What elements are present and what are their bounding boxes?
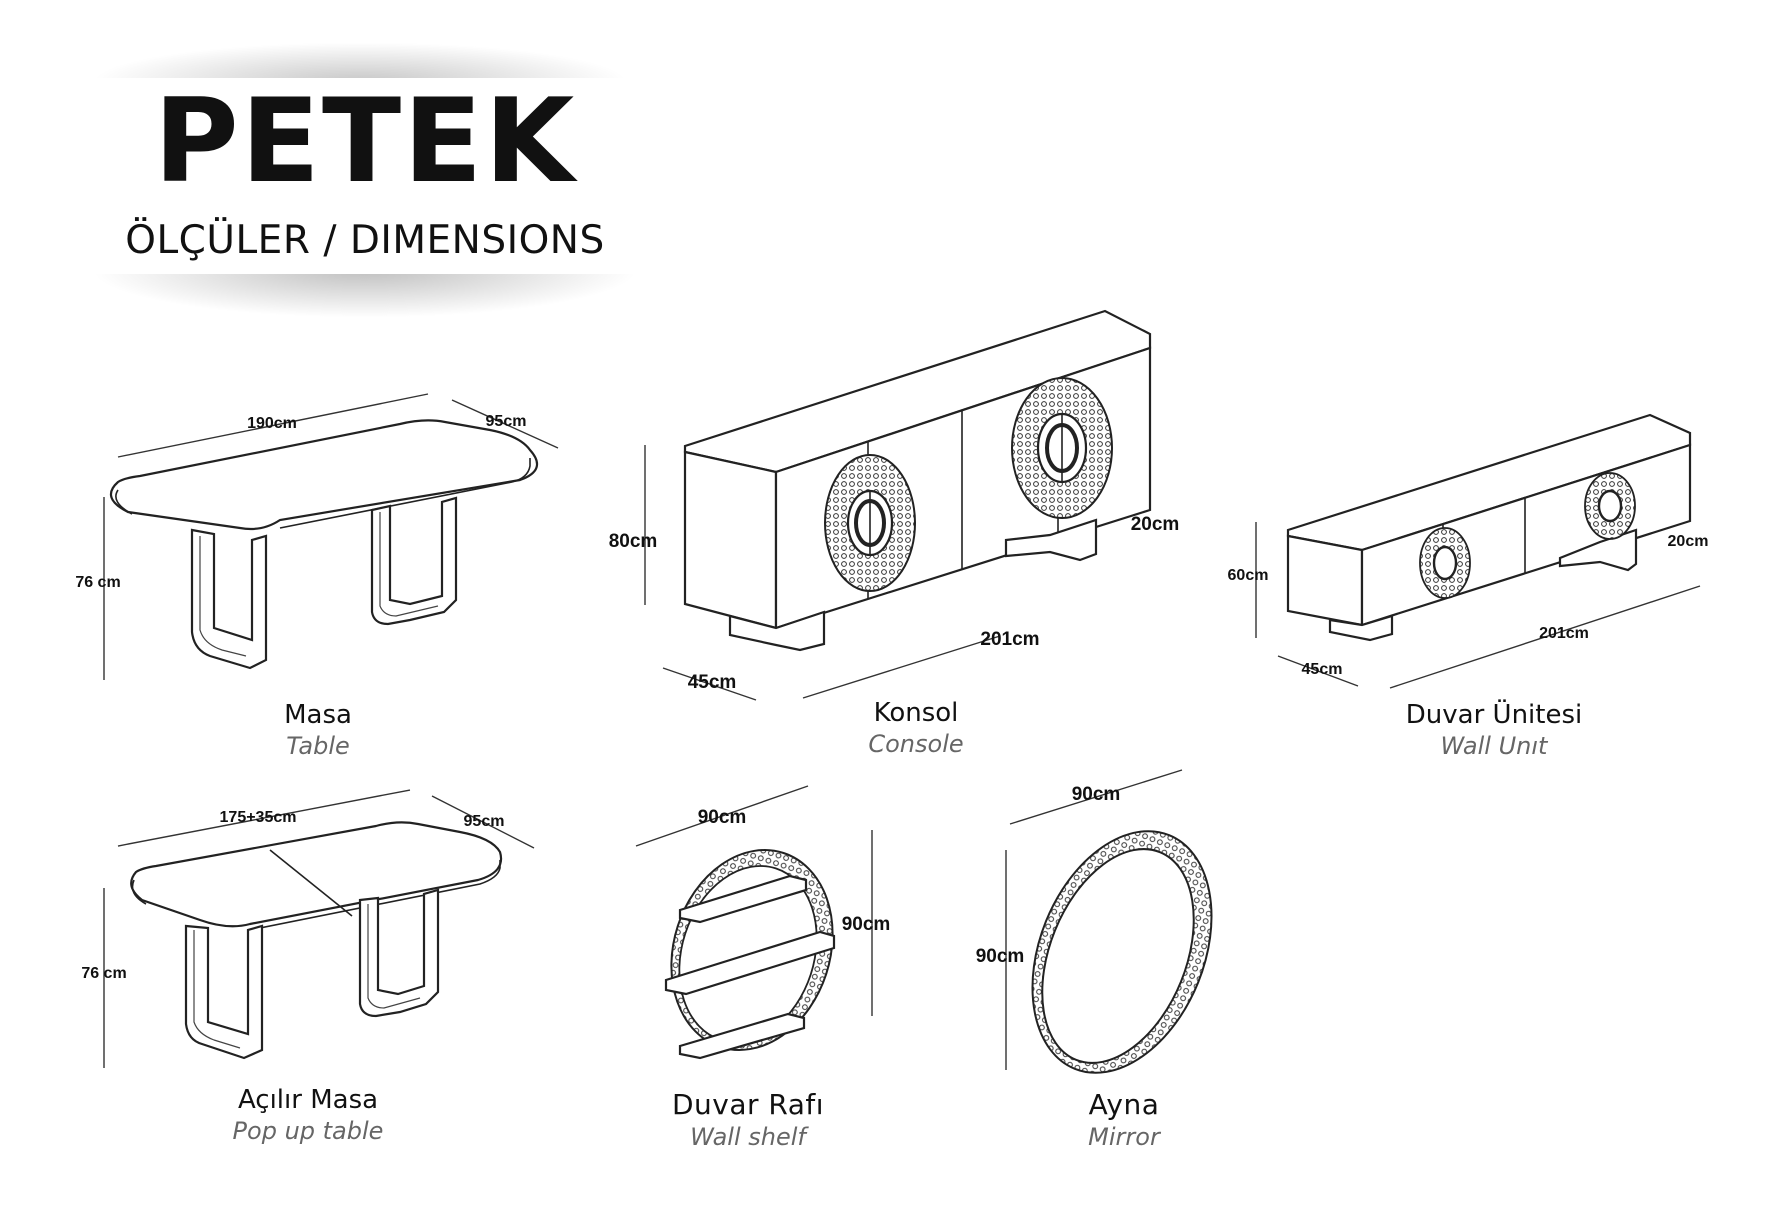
- popup-table-caption: Açılır Masa Pop up table: [158, 1085, 458, 1145]
- console-caption: Konsol Console: [766, 698, 1066, 758]
- console-side: [683, 450, 778, 630]
- dimensions-subtitle: ÖLÇÜLER / DIMENSIONS: [125, 218, 605, 263]
- wall-unit-caption: Duvar Ünitesi Wall Unıt: [1344, 700, 1644, 760]
- table-caption: Masa Table: [168, 700, 468, 760]
- popup-table-name-en: Pop up table: [232, 1117, 384, 1145]
- popup-depth-dimline: [431, 795, 535, 849]
- wall-shelf-drawing: 90cm 90cm: [635, 785, 891, 1060]
- wall-unit-height-label: 60cm: [1228, 567, 1269, 584]
- wall-unit-leg-right: [1558, 528, 1638, 572]
- wall-unit-depth-label: 45cm: [1302, 661, 1343, 678]
- console-height-label: 80cm: [609, 531, 658, 552]
- table-top: [109, 419, 539, 531]
- banner-shadow-top: [90, 42, 630, 82]
- popup-leg-left: [184, 924, 264, 1060]
- wall-shelf-board-top: [678, 874, 808, 924]
- wall-unit-drawing: 60cm 45cm 201cm 20cm: [1228, 413, 1709, 689]
- table-depth-label: 95cm: [486, 413, 527, 430]
- table-height-label: 76 cm: [75, 574, 120, 591]
- table-leg-right: [370, 496, 458, 626]
- popup-length-label: 175+35cm: [220, 809, 297, 826]
- wall-unit-side: [1286, 534, 1364, 627]
- table-length-label: 190cm: [247, 415, 297, 432]
- console-leg-label: 20cm: [1131, 514, 1180, 535]
- console-leg-right: [1004, 518, 1098, 562]
- mirror-name-en: Mirror: [1088, 1123, 1160, 1151]
- popup-length-dimline: [117, 789, 411, 847]
- console-depth-dimline: [662, 667, 757, 701]
- popup-table-drawing: 175+35cm 95cm 76 cm: [81, 789, 535, 1068]
- table-leg-right-inner: [379, 512, 439, 617]
- wall-unit-length-label: 201cm: [1539, 625, 1589, 642]
- mirror-caption: Ayna Mirror: [974, 1088, 1274, 1151]
- wall-shelf-name-en: Wall shelf: [690, 1123, 806, 1151]
- wall-unit-leg-left: [1328, 614, 1394, 642]
- table-length-dimline: [117, 393, 429, 458]
- mirror-name-tr: Ayna: [1088, 1088, 1160, 1121]
- console-length-label: 201cm: [980, 629, 1039, 650]
- title-banner: PETEK ÖLÇÜLER / DIMENSIONS: [90, 78, 640, 274]
- brand-title: PETEK: [153, 74, 577, 209]
- popup-table-top: [130, 821, 503, 928]
- mirror-width-label: 90cm: [1072, 784, 1121, 805]
- console-depth-label: 45cm: [688, 672, 737, 693]
- wall-shelf-board-bottom: [678, 1012, 806, 1060]
- mirror-height-label: 90cm: [976, 946, 1025, 967]
- table-leg-left: [190, 528, 268, 670]
- wall-unit-name-tr: Duvar Ünitesi: [1405, 700, 1583, 730]
- wall-shelf-width-dimline: [635, 785, 809, 847]
- wall-shelf-name-tr: Duvar Rafı: [671, 1088, 825, 1121]
- wall-shelf-width-label: 90cm: [698, 807, 747, 828]
- popup-leg-right: [358, 888, 440, 1018]
- wall-shelf-caption: Duvar Rafı Wall shelf: [598, 1088, 898, 1151]
- table-name-en: Table: [286, 732, 350, 760]
- table-depth-dimline: [451, 399, 559, 449]
- popup-depth-label: 95cm: [464, 813, 505, 830]
- wall-unit-length-dimline: [1389, 585, 1701, 689]
- console-drawing: 80cm 45cm 201cm 20cm: [609, 309, 1180, 701]
- banner-shadow-bottom: [90, 270, 640, 318]
- table-leg-left-inner: [199, 536, 247, 657]
- mirror-width-dimline: [1009, 769, 1183, 825]
- mirror-glass: [1041, 848, 1195, 1064]
- table-drawing: 190cm 95cm 76 cm: [75, 393, 559, 680]
- wall-shelf-board-middle: [664, 930, 836, 996]
- console-length-dimline: [802, 635, 1001, 699]
- wall-shelf-height-label: 90cm: [842, 914, 891, 935]
- mirror-drawing: 90cm 90cm: [976, 769, 1213, 1074]
- popup-extension-seam: [269, 849, 353, 917]
- popup-height-label: 76 cm: [81, 965, 126, 982]
- wall-unit-leg-label: 20cm: [1668, 533, 1709, 550]
- console-name-tr: Konsol: [873, 698, 959, 728]
- console-name-en: Console: [868, 730, 964, 758]
- table-top-edge: [115, 489, 133, 515]
- console-leg-left: [728, 610, 826, 652]
- table-top-edge-front: [279, 458, 531, 529]
- wall-unit-name-en: Wall Unıt: [1440, 732, 1548, 760]
- popup-table-name-tr: Açılır Masa: [237, 1085, 379, 1115]
- wall-unit-depth-dimline: [1277, 655, 1359, 687]
- table-name-tr: Masa: [284, 700, 352, 730]
